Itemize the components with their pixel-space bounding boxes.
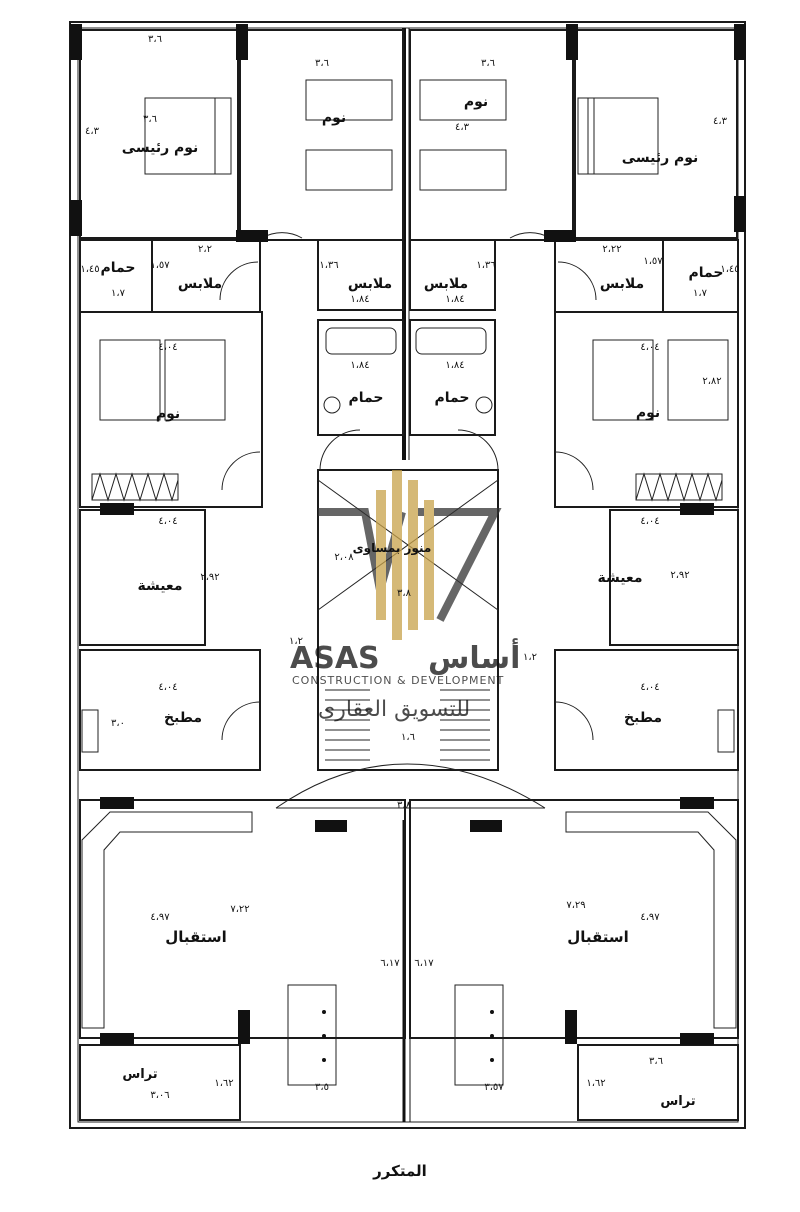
dim-label: ٣،٦ — [148, 34, 162, 45]
dim-label: ٢،٢ — [198, 244, 212, 255]
dim-label: ٤،٩٧ — [640, 912, 660, 923]
dim-label: ١،٨٤ — [445, 294, 464, 305]
label-lightwell: منور بمساوى — [353, 541, 432, 556]
label-bath-right: حمام — [689, 265, 724, 281]
label-master-left: نوم رئيسى — [122, 140, 199, 156]
label-bath-mid-right: حمام — [435, 390, 470, 406]
dim-label: ١،٥٧ — [643, 256, 663, 267]
label-reception-left: استقبال — [165, 928, 227, 946]
dim-label: ٤،٠٤ — [640, 682, 659, 693]
dim-label: ٢،٩٢ — [200, 572, 219, 583]
dim-label: ٢،٩٢ — [670, 570, 689, 581]
dim-label: ٢،٠٨ — [334, 552, 354, 563]
dim-label: ٤،٣ — [455, 122, 470, 133]
watermark-logo: ASAS أساس CONSTRUCTION & DEVELOPMENT للت… — [290, 470, 520, 722]
label-reception-right: استقبال — [567, 928, 629, 946]
dim-label: ٣،٥ — [315, 1082, 329, 1093]
structural-columns — [70, 24, 746, 1045]
dim-label: ٦،١٧ — [380, 958, 400, 969]
label-bed-top-right: نوم — [464, 94, 488, 110]
dim-label: ٧،٢٩ — [566, 900, 585, 911]
dim-label: ١،٦ — [401, 732, 415, 743]
dim-label: ١،٥٧ — [150, 260, 170, 271]
dim-label: ٣،٥٧ — [484, 1082, 504, 1093]
watermark-latin: ASAS — [290, 641, 380, 676]
dim-label: ٣،٨ — [397, 800, 412, 811]
dim-label: ٣،٦ — [649, 1056, 663, 1067]
dim-label: ٤،٠٤ — [640, 342, 659, 353]
dim-label: ١،٧ — [693, 288, 708, 299]
dim-label: ١،٤٥ — [720, 264, 739, 275]
label-terrace-right: تراس — [660, 1094, 695, 1109]
dim-label: ٣،٦ — [481, 58, 495, 69]
label-bed-left: نوم — [156, 406, 180, 422]
label-living-left: معيشة — [137, 578, 182, 594]
dim-label: ٣،٠ — [111, 718, 125, 729]
stair-treads — [325, 689, 490, 761]
dim-label: ٢،٢٢ — [602, 244, 621, 255]
label-closet-left: ملابس — [178, 276, 222, 292]
dim-label: ١،٧ — [111, 288, 126, 299]
label-bed-top-left: نوم — [322, 110, 346, 126]
dim-label: ٤،٠٤ — [158, 342, 177, 353]
label-bath-mid-left: حمام — [349, 390, 384, 406]
watermark-arabic-sub: للتسويق العقارى — [318, 697, 470, 722]
label-closet-mid-right: ملابس — [424, 276, 468, 292]
label-closet-mid-left: ملابس — [348, 276, 392, 292]
dim-label: ٦،١٧ — [414, 958, 434, 969]
dim-label: ١،٤٥ — [80, 264, 99, 275]
sofa-furniture — [81, 811, 737, 1086]
watermark-tagline: CONSTRUCTION & DEVELOPMENT — [292, 674, 504, 687]
dim-label: ٧،٢٢ — [230, 904, 249, 915]
room-labels: نوم رئيسى نوم رئيسى نوم نوم ملابس ملابس … — [101, 94, 724, 1109]
dim-label: ٤،٩٧ — [150, 912, 170, 923]
dim-label: ٣،٨ — [397, 588, 412, 599]
dim-label: ١،٨٤ — [350, 294, 369, 305]
dim-label: ١،٨٤ — [445, 360, 464, 371]
dim-label: ٤،٣ — [713, 116, 728, 127]
label-kitchen-right: مطبخ — [624, 710, 662, 726]
label-bed-right: نوم — [636, 405, 660, 421]
label-terrace-left: تراس — [122, 1067, 157, 1082]
dim-label: ١،٢ — [523, 652, 537, 663]
plan-caption: المتكرر — [372, 1162, 427, 1180]
dim-label: ١،٨٤ — [350, 360, 369, 371]
dim-label: ٤،٠٤ — [640, 516, 659, 527]
stair-core — [317, 469, 499, 771]
label-kitchen-left: مطبخ — [164, 710, 202, 726]
dim-label: ١،٦٢ — [586, 1078, 605, 1089]
dimension-labels: ٣،٦ ٣،٦ ٣،٦ ٣،٦ ٤،٣ ٤،٣ ٤،٣ ٢،٢ ٢،٢٢ ١،٤… — [80, 34, 739, 1101]
bed-furniture — [99, 79, 729, 421]
label-bath-left: حمام — [101, 260, 136, 276]
label-master-right: نوم رئيسى — [622, 150, 699, 166]
label-closet-right: ملابس — [600, 276, 644, 292]
dim-label: ١،٢ — [289, 636, 303, 647]
dim-label: ١،٣٦ — [476, 260, 495, 271]
dim-label: ٤،٠٤ — [158, 682, 177, 693]
dim-label: ٣،٦ — [143, 114, 157, 125]
dim-label: ٢،٨٢ — [702, 376, 721, 387]
outer-wall — [69, 21, 746, 1129]
watermark-arabic: أساس — [428, 638, 520, 676]
label-living-right: معيشة — [597, 570, 642, 586]
dim-label: ٤،٠٤ — [158, 516, 177, 527]
dim-label: ٤،٣ — [85, 126, 100, 137]
dim-label: ٣،٦ — [315, 58, 329, 69]
dim-label: ١،٦٢ — [214, 1078, 233, 1089]
dim-label: ٣،٠٦ — [150, 1090, 169, 1101]
dim-label: ١،٣٦ — [319, 260, 338, 271]
wardrobe-hatch — [91, 472, 723, 502]
